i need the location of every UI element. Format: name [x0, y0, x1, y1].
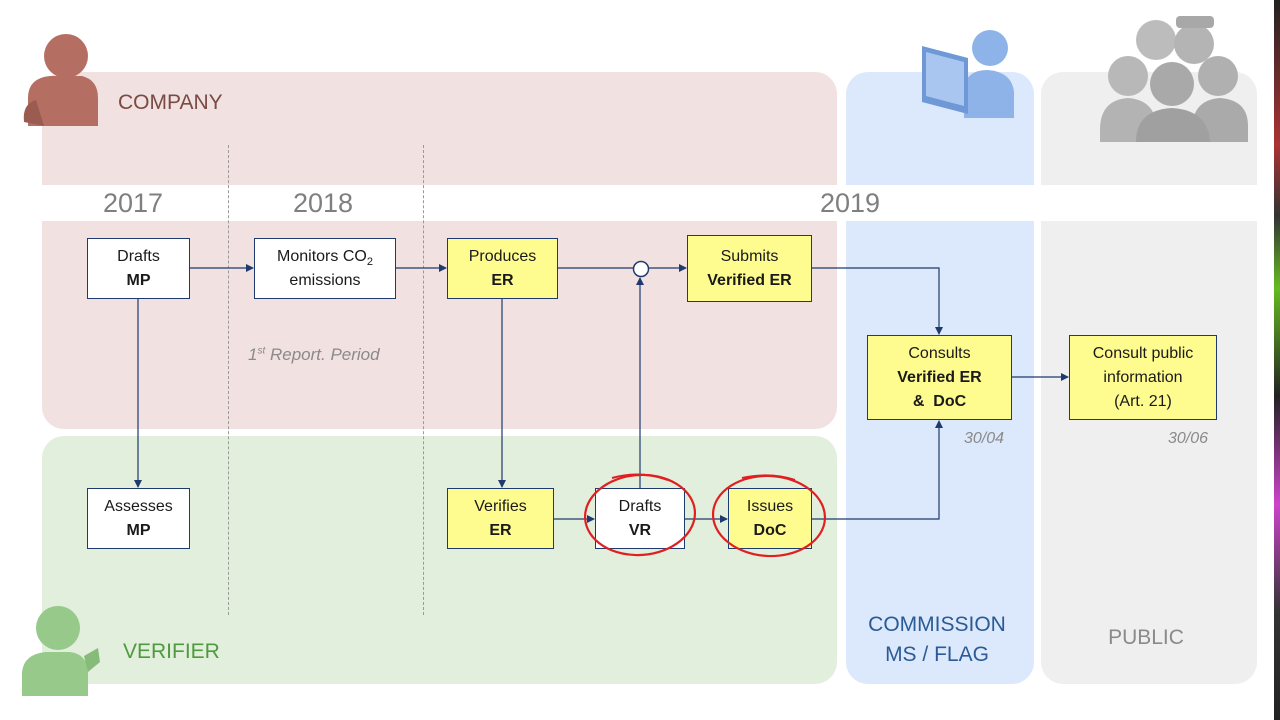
screen-edge-strip	[1274, 0, 1280, 720]
consult-public-line1: Consult public	[1092, 344, 1194, 362]
verifies-er-line2: ER	[489, 521, 512, 539]
monitors-line1-text: Monitors CO	[277, 247, 367, 265]
public-lane-label: PUBLIC	[1108, 626, 1184, 649]
produces-er-line1: Produces	[468, 247, 537, 265]
report-period-num: 1	[248, 345, 258, 364]
consult-public-line2: information	[1103, 368, 1183, 386]
verifier-lane	[42, 436, 837, 684]
monitors-line2: emissions	[289, 271, 361, 289]
company-lane-label: COMPANY	[118, 91, 223, 114]
verifies-er-line1: Verifies	[474, 497, 527, 515]
issues-doc-line1: Issues	[746, 497, 794, 515]
highlight-stroke-issues-doc	[741, 474, 796, 481]
commission-lane-main	[846, 221, 1034, 684]
verifier-lane-label: VERIFIER	[123, 640, 220, 663]
drafts-mp-line2: MP	[126, 271, 151, 289]
consult-public-line3: (Art. 21)	[1114, 392, 1172, 410]
produces-er-box: Produces ER	[447, 238, 558, 299]
report-period-note: 1st Report. Period	[248, 345, 380, 365]
year-2019: 2019	[820, 188, 881, 218]
drafts-vr-line2: VR	[628, 521, 652, 539]
commission-label-line2: MS / FLAG	[885, 643, 989, 666]
separator-2018-2019	[423, 145, 424, 615]
assesses-mp-line1: Assesses	[104, 497, 173, 515]
submits-line2: Verified ER	[707, 271, 792, 289]
highlight-circle-issues-doc	[711, 474, 827, 558]
monitors-line1-sub: 2	[366, 255, 373, 268]
commission-computer-user-icon	[922, 30, 1014, 118]
highlight-circle-drafts-vr	[583, 473, 697, 557]
year-2018: 2018	[293, 188, 354, 218]
produces-er-line2: ER	[491, 271, 514, 289]
highlight-stroke-drafts-vr	[611, 473, 669, 481]
issues-doc-line2: DoC	[753, 521, 787, 539]
drafts-vr-box: Drafts VR	[595, 488, 685, 549]
date-public: 30/06	[1168, 430, 1209, 447]
monitors-line1: Monitors CO2	[277, 245, 373, 269]
monitors-box: Monitors CO2 emissions	[254, 238, 396, 299]
drafts-mp-box: Drafts MP	[87, 238, 190, 299]
submits-box: Submits Verified ER	[687, 235, 812, 302]
consults-line1: Consults	[908, 344, 971, 362]
submits-line1: Submits	[720, 247, 779, 265]
arrow-submits-to-consults	[812, 267, 943, 335]
verifies-er-box: Verifies ER	[447, 488, 554, 549]
company-person-icon	[23, 34, 98, 126]
junction-node	[632, 260, 650, 278]
report-period-text: Report. Period	[265, 345, 380, 364]
public-group-icon	[1100, 16, 1248, 142]
commission-label-line1: COMMISSION	[868, 613, 1006, 636]
commission-lane-label: COMMISSION MS / FLAG	[846, 610, 1028, 670]
separator-2017-2018	[228, 145, 229, 615]
consults-box: Consults Verified ER & DoC	[867, 335, 1012, 420]
assesses-mp-line2: MP	[126, 521, 151, 539]
verifier-person-icon	[22, 606, 100, 696]
date-commission: 30/04	[964, 430, 1005, 447]
issues-doc-box: Issues DoC	[728, 488, 812, 549]
arrow-issues-to-consults	[812, 420, 943, 520]
drafts-mp-line1: Drafts	[117, 247, 160, 265]
consult-public-box: Consult public information (Art. 21)	[1069, 335, 1217, 420]
public-lane-main	[1041, 221, 1257, 684]
assesses-mp-box: Assesses MP	[87, 488, 190, 549]
year-2017: 2017	[103, 188, 164, 218]
report-period-sup: st	[257, 345, 266, 357]
company-lane-top	[42, 72, 837, 185]
drafts-vr-line1: Drafts	[618, 497, 662, 515]
consults-line2: Verified ER	[897, 368, 982, 386]
consults-line3: & DoC	[912, 392, 967, 410]
